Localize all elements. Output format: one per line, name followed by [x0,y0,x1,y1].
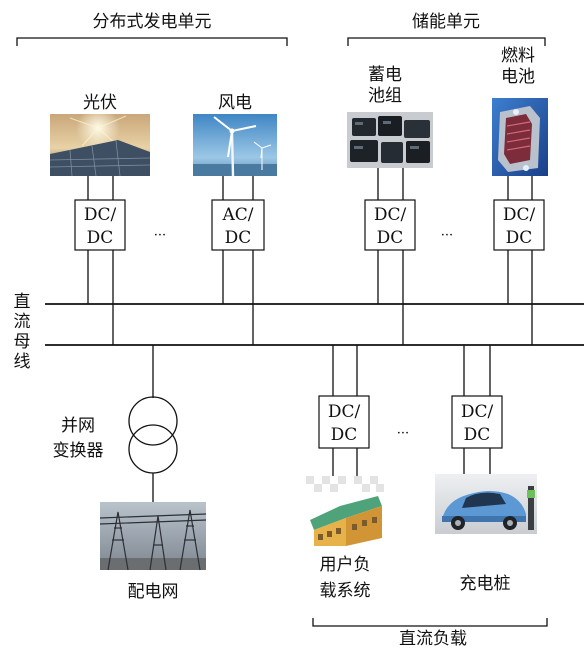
converter-wind-line2: DC [225,228,252,248]
converter-charger-line2: DC [464,425,491,445]
converter-battery-line2: DC [377,228,404,248]
ellipsis-load: ··· [397,426,409,441]
dc-bus [45,303,584,346]
label-battery-line1: 蓄电 [368,65,402,85]
user-load-building-image [306,476,384,546]
label-wind: 风电 [218,93,252,113]
grid-transformer-symbol [128,396,178,474]
battery-pack-image [347,112,433,168]
converter-fuel-cell-line2: DC [506,228,533,248]
converter-charger-dcdc: DC/ DC [451,395,503,449]
label-user-load-line2: 载系统 [320,581,371,601]
converter-user-load-dcdc: DC/ DC [318,395,370,449]
load-branch-leads [332,345,491,396]
ellipsis-generation: ··· [154,228,166,243]
converter-user-load-line2: DC [331,425,358,445]
converter-battery-dcdc: DC/ DC [364,199,416,251]
bus-label: 直 流 母 线 [14,292,31,372]
svg-text:线: 线 [14,352,31,372]
converter-wind-line1: AC/ [221,205,253,225]
converter-user-load-line1: DC/ [328,402,361,422]
charger-car-image [435,474,537,534]
converter-fuel-cell-line1: DC/ [503,205,536,225]
label-charger: 充电桩 [460,574,511,594]
group-label-storage: 储能单元 [412,12,480,32]
label-fuel-cell-line2: 电池 [501,67,535,87]
group-dc-load: 直流负载 [312,618,548,649]
label-distribution-grid: 配电网 [128,582,179,602]
svg-text:流: 流 [14,312,31,332]
group-label-distributed-generation: 分布式发电单元 [93,12,212,32]
svg-text:直: 直 [14,292,31,312]
converter-fuel-cell-dcdc: DC/ DC [493,199,545,251]
bracket-dc-load [312,618,548,627]
group-distributed-generation: 分布式发电单元 [16,12,288,46]
wind-turbine-image [193,114,277,177]
converter-pv-dcdc: DC/ DC [74,199,126,251]
converter-charger-line1: DC/ [461,402,494,422]
converter-pv-line2: DC [87,228,114,248]
source-leads [87,168,533,200]
fuel-cell-image [492,98,548,176]
bracket-generation [16,37,288,46]
label-battery-line2: 池组 [368,86,402,106]
transformer-label-line1: 并网 [61,416,95,436]
group-storage: 储能单元 [347,12,546,46]
converter-pv-line1: DC/ [84,205,117,225]
load-leads [332,448,491,478]
group-label-dc-load: 直流负载 [399,629,467,649]
converter-to-bus-leads [87,250,533,345]
label-fuel-cell-line1: 燃料 [501,46,535,66]
svg-text:母: 母 [14,332,31,352]
transformer-label-line2: 变换器 [53,441,104,461]
label-user-load-line1: 用户负 [320,555,371,575]
distribution-grid-image [99,502,207,571]
converter-wind-acdc: AC/ DC [211,199,265,251]
converter-battery-line1: DC/ [374,205,407,225]
ellipsis-storage: ··· [441,228,453,243]
pv-panel-image [49,106,151,177]
bracket-storage [347,37,546,46]
